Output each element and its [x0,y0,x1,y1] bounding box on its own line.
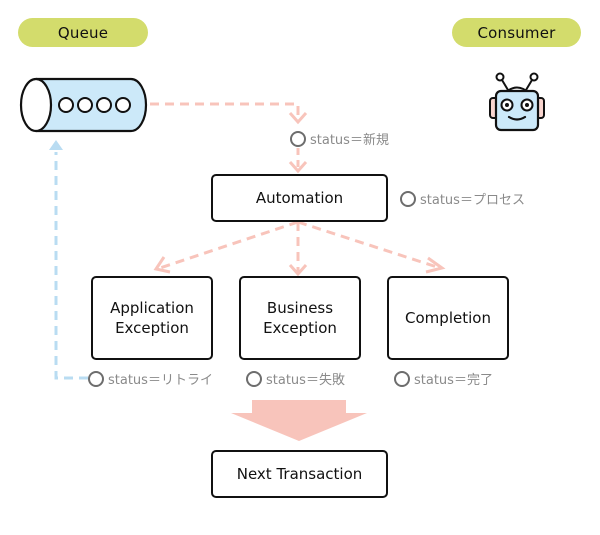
status-ring-icon [88,370,104,387]
status-failed-label: status＝失敗 [266,373,345,388]
completion-node: Completion [387,276,509,360]
status-complete-label: status＝完了 [414,373,493,388]
queue-to-automation-arrow [150,102,308,174]
business-exception-label-line1: Business [266,299,334,317]
retry-arrow [49,140,88,380]
status-retry: status＝リトライ [88,369,213,388]
completion-label: Completion [405,309,491,327]
business-exception-node: Business Exception [239,276,361,360]
status-ring-icon [394,370,410,387]
status-retry-label: status＝リトライ [108,373,213,388]
status-new: status＝新規 [290,129,389,148]
robot-icon [489,72,545,132]
business-exception-label-line2: Exception [263,319,337,337]
automation-label: Automation [255,189,344,207]
automation-node: Automation [211,174,388,222]
status-ring-icon [400,190,416,207]
automation-branch-arrows [153,220,446,277]
next-transaction-arrow [231,400,367,441]
status-process-label: status＝プロセス [420,193,525,208]
next-transaction-label: Next Transaction [236,465,363,483]
status-process: status＝プロセス [400,189,525,208]
application-exception-node: Application Exception [91,276,213,360]
status-failed: status＝失敗 [246,369,345,388]
application-exception-label-line2: Exception [115,319,189,337]
status-ring-icon [290,130,306,147]
next-transaction-node: Next Transaction [211,450,388,498]
application-exception-label-line1: Application [110,299,194,317]
queue-cylinder-icon [19,77,148,133]
status-complete: status＝完了 [394,369,493,388]
queue-header-label: Queue [18,18,148,47]
status-ring-icon [246,370,262,387]
status-new-label: status＝新規 [310,133,389,148]
consumer-header-label: Consumer [452,18,581,47]
